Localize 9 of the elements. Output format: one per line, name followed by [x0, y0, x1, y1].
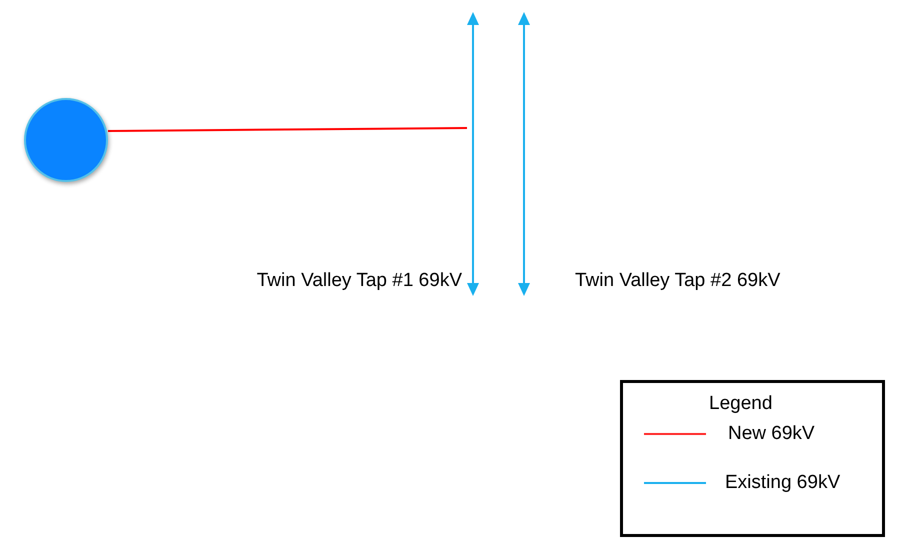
- circle-node: [23, 97, 109, 183]
- transmission-line-arrow: [467, 12, 479, 296]
- transmission-line-arrow: [518, 12, 530, 296]
- line-label: Twin Valley Tap #1 69kV: [256, 270, 462, 292]
- line-label: Twin Valley Tap #2 69kV: [575, 270, 780, 292]
- legend-text: Existing 69kV: [725, 472, 840, 494]
- connector-line: [108, 127, 467, 132]
- legend-text: New 69kV: [728, 423, 815, 445]
- legend-title: Legend: [709, 393, 772, 415]
